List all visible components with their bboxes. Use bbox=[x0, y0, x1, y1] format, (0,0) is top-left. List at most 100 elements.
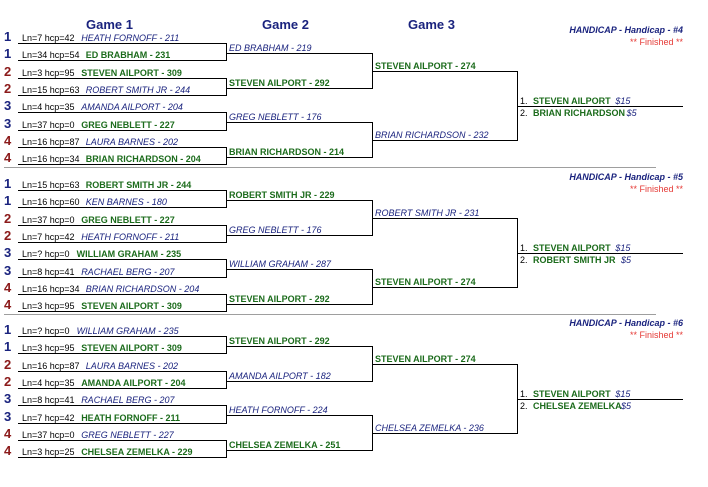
bowler-entry[interactable]: STEVEN AILPORT - 309 bbox=[81, 301, 182, 311]
bracket-line bbox=[18, 130, 226, 131]
bracket-line bbox=[372, 218, 517, 219]
result-place: 1. bbox=[520, 96, 528, 106]
lane-handicap: Ln=7 hcp=42 bbox=[22, 232, 75, 242]
bracket-line bbox=[226, 122, 372, 123]
results-line bbox=[517, 253, 683, 254]
game2-entry[interactable]: STEVEN AILPORT - 292 bbox=[229, 336, 330, 346]
bracket-line bbox=[18, 207, 226, 208]
bowler-entry[interactable]: ROBERT SMITH JR - 244 bbox=[85, 85, 191, 95]
bowler-entry[interactable]: AMANDA AILPORT - 204 bbox=[81, 102, 183, 112]
bracket-title: HANDICAP - Handicap - #6 bbox=[569, 318, 683, 328]
bowler-entry[interactable]: WILLIAM GRAHAM - 235 bbox=[76, 326, 179, 336]
bracket-line bbox=[18, 43, 226, 44]
bracket-connector bbox=[226, 294, 227, 312]
game2-entry[interactable]: ROBERT SMITH JR - 229 bbox=[229, 190, 335, 200]
bracket-line bbox=[18, 371, 226, 372]
bracket-status: ** Finished ** bbox=[629, 37, 683, 47]
game2-entry[interactable]: GREG NEBLETT - 176 bbox=[229, 112, 322, 122]
game2-entry[interactable]: AMANDA AILPORT - 182 bbox=[229, 371, 331, 381]
lane-handicap: Ln=16 hcp=60 bbox=[22, 197, 80, 207]
lane-handicap: Ln=3 hcp=25 bbox=[22, 447, 75, 457]
game2-entry[interactable]: ED BRABHAM - 219 bbox=[229, 43, 312, 53]
bowler-entry[interactable]: WILLIAM GRAHAM - 235 bbox=[76, 249, 182, 259]
bowler-entry[interactable]: GREG NEBLETT - 227 bbox=[81, 430, 174, 440]
bracket-line bbox=[372, 364, 517, 365]
result-place: 1. bbox=[520, 389, 528, 399]
bowler-entry[interactable]: RACHAEL BERG - 207 bbox=[81, 267, 175, 277]
seed-number: 2 bbox=[4, 357, 12, 372]
result-place: 1. bbox=[520, 243, 528, 253]
seed-number: 3 bbox=[4, 245, 12, 260]
bowler-entry[interactable]: HEATH FORNOFF - 211 bbox=[81, 413, 181, 423]
bowler-entry[interactable]: GREG NEBLETT - 227 bbox=[81, 215, 175, 225]
game3-entry[interactable]: CHELSEA ZEMELKA - 236 bbox=[375, 423, 484, 433]
bowler-entry[interactable]: BRIAN RICHARDSON - 204 bbox=[85, 284, 200, 294]
bracket-connector bbox=[226, 43, 227, 61]
bowler-entry[interactable]: LAURA BARNES - 202 bbox=[85, 361, 178, 371]
game2-entry[interactable]: BRIAN RICHARDSON - 214 bbox=[229, 147, 345, 157]
bracket-line bbox=[18, 405, 226, 406]
bracket-line bbox=[18, 353, 226, 354]
result-name: CHELSEA ZEMELKA bbox=[533, 401, 622, 411]
seed-number: 1 bbox=[4, 193, 12, 208]
bowler-entry[interactable]: BRIAN RICHARDSON - 204 bbox=[85, 154, 201, 164]
seed-number: 3 bbox=[4, 116, 12, 131]
game3-entry[interactable]: STEVEN AILPORT - 274 bbox=[375, 61, 476, 71]
bracket-line bbox=[226, 304, 372, 305]
game2-entry[interactable]: STEVEN AILPORT - 292 bbox=[229, 78, 330, 88]
bracket-line bbox=[226, 346, 372, 347]
game2-entry[interactable]: GREG NEBLETT - 176 bbox=[229, 225, 322, 235]
bracket-connector bbox=[226, 259, 227, 278]
game3-entry[interactable]: STEVEN AILPORT - 274 bbox=[375, 354, 476, 364]
bracket-line bbox=[226, 88, 372, 89]
header-game2: Game 2 bbox=[262, 17, 309, 32]
bowler-entry[interactable]: HEATH FORNOFF - 211 bbox=[81, 33, 180, 43]
bowler-entry[interactable]: ED BRABHAM - 231 bbox=[85, 50, 171, 60]
lane-handicap: Ln=16 hcp=87 bbox=[22, 137, 80, 147]
bowler-entry[interactable]: STEVEN AILPORT - 309 bbox=[81, 343, 182, 353]
bracket-separator bbox=[4, 167, 656, 168]
bowler-entry[interactable]: LAURA BARNES - 202 bbox=[85, 137, 178, 147]
bowler-entry[interactable]: STEVEN AILPORT - 309 bbox=[81, 68, 182, 78]
lane-handicap: Ln=8 hcp=41 bbox=[22, 267, 75, 277]
bowler-entry[interactable]: KEN BARNES - 180 bbox=[85, 197, 167, 207]
game3-entry[interactable]: ROBERT SMITH JR - 231 bbox=[375, 208, 480, 218]
bracket-status: ** Finished ** bbox=[629, 330, 683, 340]
lane-handicap: Ln=37 hcp=0 bbox=[22, 120, 75, 130]
bowler-entry[interactable]: HEATH FORNOFF - 211 bbox=[81, 232, 180, 242]
bowler-entry[interactable]: AMANDA AILPORT - 204 bbox=[81, 378, 186, 388]
bowler-entry[interactable]: GREG NEBLETT - 227 bbox=[81, 120, 175, 130]
lane-handicap: Ln=4 hcp=35 bbox=[22, 378, 75, 388]
bracket-connector bbox=[226, 78, 227, 96]
bracket-title: HANDICAP - Handicap - #5 bbox=[569, 172, 683, 182]
result-prize: $5 bbox=[621, 401, 632, 411]
bracket-line bbox=[372, 140, 517, 141]
header-game3: Game 3 bbox=[408, 17, 455, 32]
bracket-line bbox=[18, 457, 226, 458]
bracket-line bbox=[226, 53, 372, 54]
bowler-entry[interactable]: RACHAEL BERG - 207 bbox=[81, 395, 175, 405]
seed-number: 4 bbox=[4, 150, 12, 165]
result-name: STEVEN AILPORT bbox=[533, 243, 611, 253]
results-line bbox=[517, 399, 683, 400]
result-place: 2. bbox=[520, 108, 528, 118]
seed-number: 4 bbox=[4, 426, 12, 441]
game3-entry[interactable]: BRIAN RICHARDSON - 232 bbox=[375, 130, 489, 140]
game2-entry[interactable]: STEVEN AILPORT - 292 bbox=[229, 294, 330, 304]
bowler-entry[interactable]: CHELSEA ZEMELKA - 229 bbox=[81, 447, 193, 457]
bracket-line bbox=[18, 294, 226, 295]
bracket-line bbox=[18, 440, 226, 441]
game2-entry[interactable]: WILLIAM GRAHAM - 287 bbox=[229, 259, 332, 269]
bracket-line bbox=[18, 225, 226, 226]
seed-number: 1 bbox=[4, 322, 12, 337]
game2-entry[interactable]: HEATH FORNOFF - 224 bbox=[229, 405, 328, 415]
lane-handicap: Ln=16 hcp=87 bbox=[22, 361, 80, 371]
lane-handicap: Ln=34 hcp=54 bbox=[22, 50, 80, 60]
game3-entry[interactable]: STEVEN AILPORT - 274 bbox=[375, 277, 476, 287]
seed-number: 3 bbox=[4, 391, 12, 406]
game2-entry[interactable]: CHELSEA ZEMELKA - 251 bbox=[229, 440, 341, 450]
bracket-line bbox=[18, 164, 226, 165]
bowler-entry[interactable]: ROBERT SMITH JR - 244 bbox=[85, 180, 192, 190]
bracket-line bbox=[18, 60, 226, 61]
lane-handicap: Ln=? hcp=0 bbox=[22, 326, 70, 336]
